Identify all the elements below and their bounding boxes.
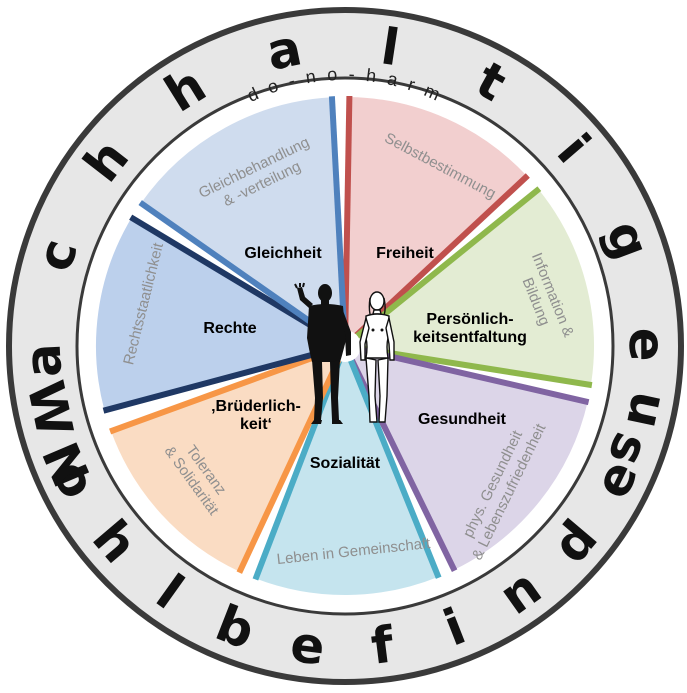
segment-wedge — [343, 344, 590, 573]
segments — [93, 94, 596, 597]
segment-divider — [236, 344, 348, 574]
segment-divider — [109, 343, 347, 435]
segment-wedge — [254, 343, 441, 597]
segment-wedge — [343, 94, 530, 349]
segment-label: Rechte — [203, 320, 256, 337]
ring-letter: e — [287, 615, 328, 677]
segment-label: Gesundheit — [418, 411, 507, 428]
segment-divider — [102, 343, 346, 414]
female-figure-icon — [359, 291, 395, 423]
segment-divider — [342, 344, 442, 579]
segment-label: Freiheit — [376, 245, 434, 262]
segment-divider — [328, 96, 348, 347]
male-figure-icon — [294, 282, 351, 424]
segment-label: ‚Brüderlich-keit‘ — [211, 398, 301, 433]
segment-wedge — [342, 187, 596, 387]
ring-letter: W — [15, 376, 83, 442]
segment-label: Gleichheit — [244, 245, 322, 262]
ring-letter: e — [618, 327, 676, 361]
segment-wedge — [108, 344, 347, 574]
segment-wedge — [138, 95, 347, 348]
segment-label: Persönlich-keitsentfaltung — [413, 311, 527, 346]
ring-letter: a — [14, 342, 74, 378]
segment-label: Sozialität — [310, 455, 381, 472]
